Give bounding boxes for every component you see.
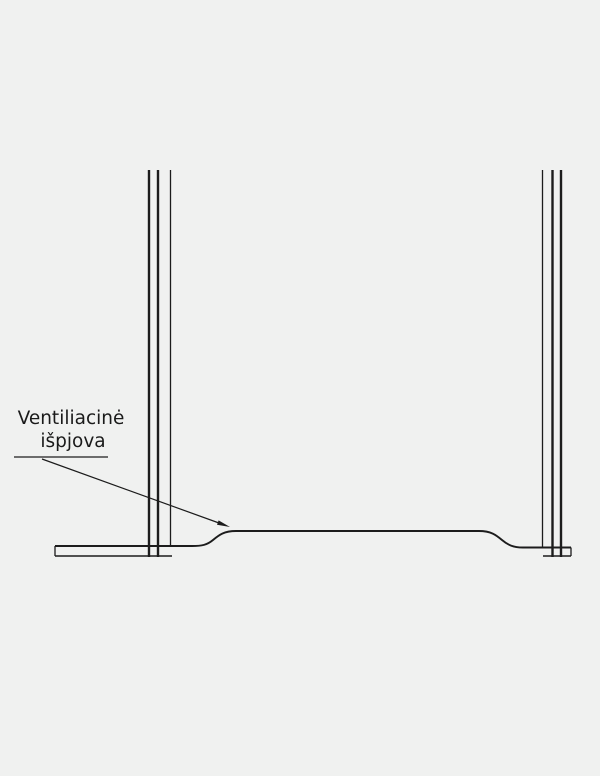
left-profile: [147, 170, 172, 557]
callout-label-line2: išpjova: [40, 431, 105, 452]
leader-diagonal-line: [41, 458, 220, 524]
right-profile: [541, 170, 563, 557]
bottom-sill-profile: [54, 530, 572, 557]
callout-label: Ventiliacinė išpjova: [18, 408, 125, 452]
leader-arrowhead-icon: [217, 520, 230, 527]
callout-leader: [14, 456, 220, 524]
sill-top-contour: [55, 530, 571, 549]
callout-label-line1: Ventiliacinė: [18, 408, 125, 429]
drawing-lines: [14, 170, 572, 557]
